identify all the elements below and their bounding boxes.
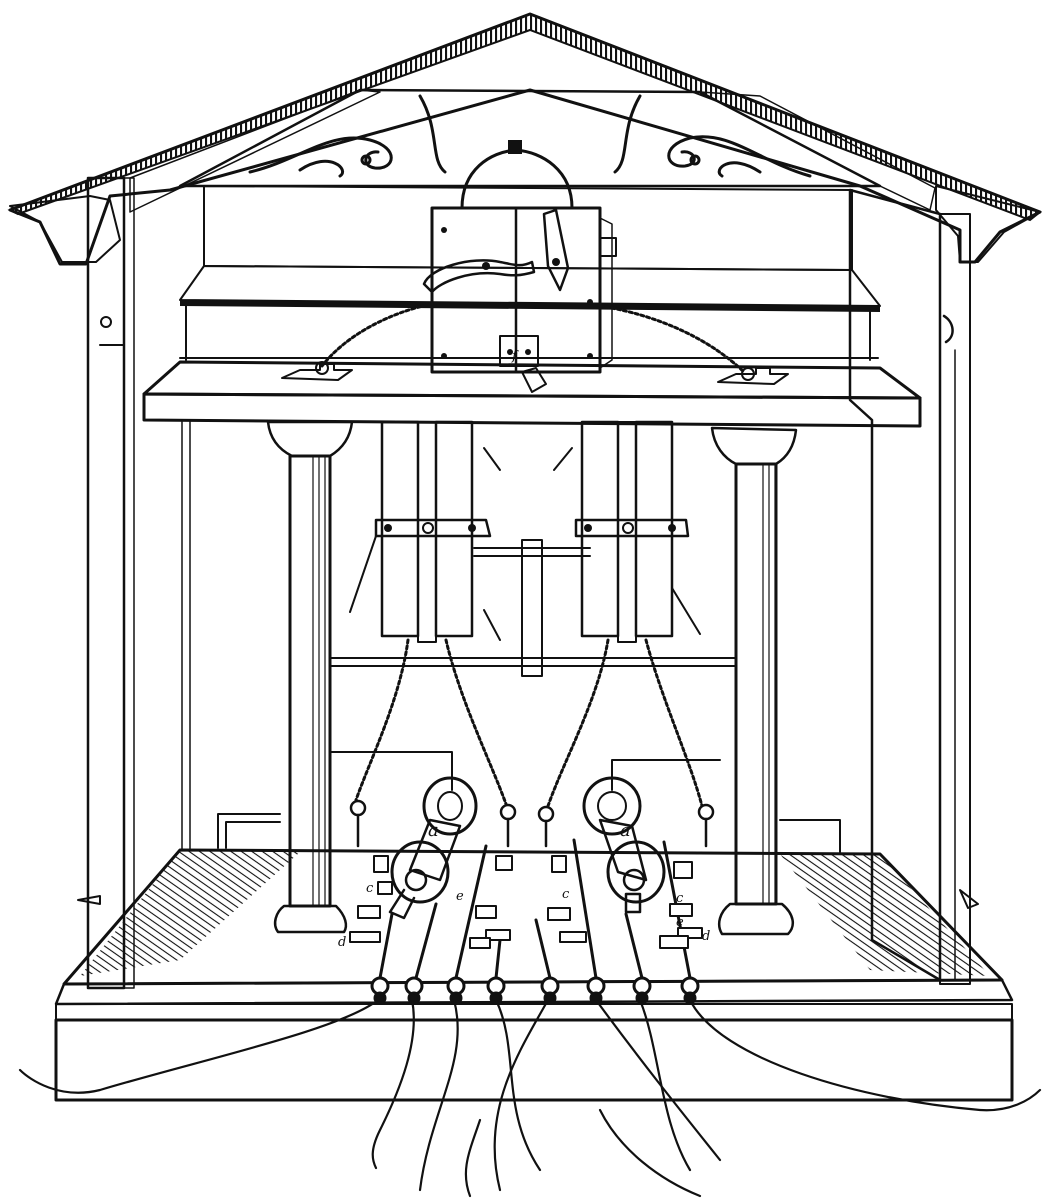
- letter-labels: c d e c c d e: [338, 881, 710, 950]
- left-roller: a: [388, 776, 478, 920]
- trailing-wires: [18, 998, 1042, 1198]
- inner-frame: [181, 419, 841, 853]
- label-f: f: [511, 349, 519, 364]
- roof-pediment: [7, 12, 1042, 266]
- levers: [370, 838, 700, 1005]
- coil-wires-top: [320, 302, 746, 374]
- right-column: [710, 426, 798, 936]
- label-c-center: c: [562, 887, 570, 902]
- bell: [460, 140, 574, 210]
- bell-box: f: [422, 206, 617, 393]
- left-electromagnet: [349, 420, 501, 643]
- label-e-left: e: [456, 889, 464, 904]
- label-c-right: c: [676, 891, 684, 906]
- label-e-right: e: [676, 915, 684, 930]
- right-electromagnet: [553, 420, 701, 643]
- contact-plates: [349, 855, 703, 949]
- right-roller: a: [582, 776, 666, 914]
- left-wall: [77, 176, 135, 990]
- scroll-ornament: [248, 94, 812, 178]
- left-column: [266, 420, 354, 934]
- terminal-knobs: [349, 799, 715, 848]
- back-shelves: [179, 185, 881, 361]
- label-d-right: d: [702, 929, 710, 944]
- label-a-left: a: [428, 820, 439, 841]
- table-top: [142, 360, 922, 428]
- label-a-right: a: [620, 820, 631, 841]
- coil-wires-middle: [354, 638, 704, 808]
- label-c-left: c: [366, 881, 374, 896]
- label-d-left: d: [338, 935, 346, 950]
